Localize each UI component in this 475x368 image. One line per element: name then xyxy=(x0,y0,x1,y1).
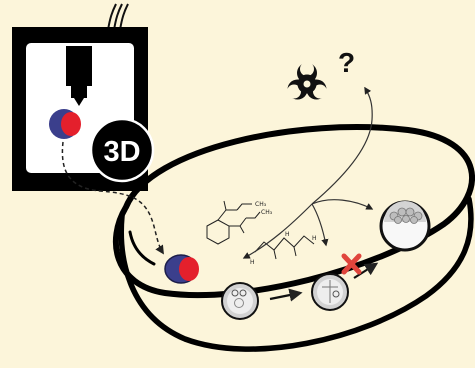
arrow-to-early-embryo xyxy=(242,203,313,259)
arrow-to-cleavage xyxy=(311,203,329,247)
3d-badge xyxy=(89,117,155,183)
3d-printer-icon xyxy=(66,46,92,106)
h-label-right: H xyxy=(312,235,317,242)
h-label-middle: H xyxy=(285,231,290,238)
blastocyst-icon xyxy=(379,200,431,252)
ch3-label-top: CH₃ xyxy=(255,201,267,208)
effect-arrows xyxy=(242,86,374,259)
arrow-early-to-cleavage xyxy=(269,288,303,302)
petri-dish xyxy=(112,124,475,352)
arrow-cleavage-to-blastocyst xyxy=(353,262,379,279)
arrow-to-biohazard xyxy=(311,86,373,205)
early-embryo-icon xyxy=(221,282,259,320)
3d-label: 3D xyxy=(103,136,140,168)
h-label-left: H xyxy=(250,259,255,266)
printer-cables xyxy=(107,3,129,31)
ch3-label-bottom: CH₃ xyxy=(261,209,273,216)
arrow-to-blastocyst xyxy=(311,199,374,210)
printed-disc-icon xyxy=(49,109,81,139)
printed-disc-in-dish xyxy=(164,254,199,284)
phthalate-molecule-icon xyxy=(206,200,261,245)
cross-mark-icon xyxy=(341,253,362,275)
transfer-dashed-arrow xyxy=(61,141,164,255)
printer-panel: 3D xyxy=(12,27,155,191)
cleavage-embryo-icon xyxy=(311,273,349,311)
biohazard-icon xyxy=(287,62,327,100)
polymer-chain-icon xyxy=(254,235,315,260)
question-mark: ? xyxy=(338,47,355,78)
